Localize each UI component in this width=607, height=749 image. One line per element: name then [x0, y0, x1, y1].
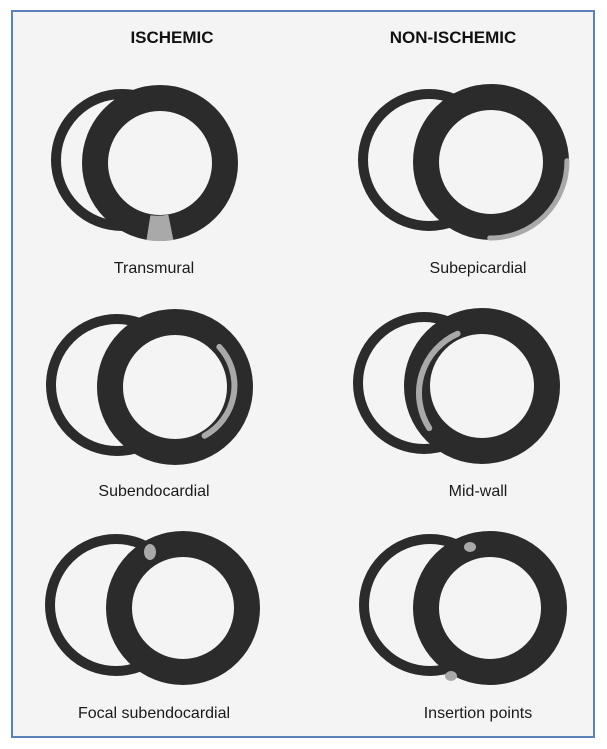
- panel-focal-subendocardial: [50, 539, 247, 672]
- label-transmural: Transmural: [34, 260, 274, 278]
- left-ventricle-wall: [426, 544, 554, 672]
- superior-insertion-point-enhancement: [464, 542, 476, 552]
- panel-transmural: [56, 94, 225, 241]
- left-ventricle-wall: [426, 97, 556, 227]
- label-subendocardial: Subendocardial: [34, 483, 274, 501]
- left-ventricle-wall: [119, 544, 247, 672]
- left-ventricle-wall: [417, 321, 547, 451]
- panel-mid-wall: [358, 317, 547, 451]
- label-insertion-points: Insertion points: [358, 705, 598, 723]
- label-mid-wall: Mid-wall: [358, 483, 598, 501]
- label-subepicardial: Subepicardial: [358, 260, 598, 278]
- panel-subendocardial: [51, 319, 240, 452]
- left-ventricle-wall: [95, 98, 225, 228]
- inferior-insertion-point-enhancement: [445, 671, 457, 681]
- panel-subepicardial: [363, 94, 567, 238]
- panel-insertion-points: [364, 539, 554, 681]
- left-ventricle-wall: [110, 322, 240, 452]
- label-focal-subendocardial: Focal subendocardial: [34, 705, 274, 723]
- focal-enhancement: [144, 544, 156, 560]
